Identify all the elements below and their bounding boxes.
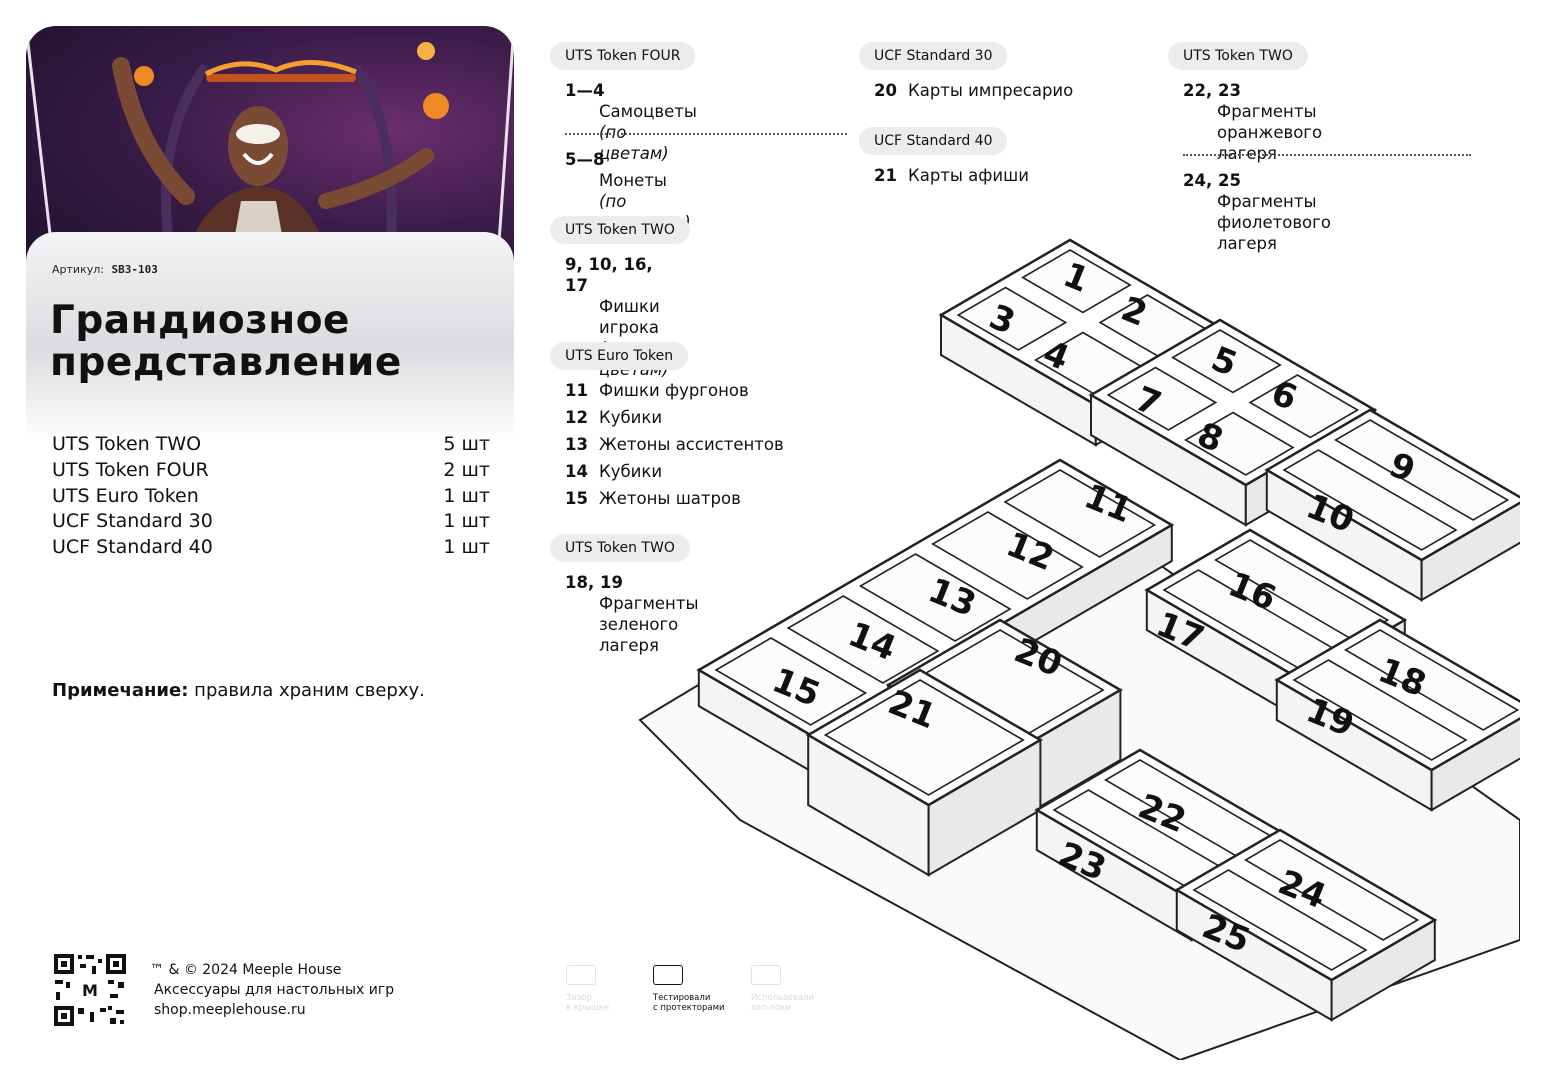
legend-pill: UTS Token TWO <box>550 216 690 244</box>
entry-text: Жетоны шатров <box>599 489 741 508</box>
entry-text: Самоцветы (по цветам) <box>599 102 697 163</box>
entry-text: Жетоны ассистентов <box>599 435 784 454</box>
sku-label: Артикул: <box>52 263 104 276</box>
legend-row: 14 Кубики <box>565 461 662 482</box>
product-card <box>26 26 514 1056</box>
note-text: правила храним сверху. <box>188 680 425 701</box>
note: Примечание: правила храним сверху. <box>52 680 425 701</box>
component-row: UTS Token FOUR 2 шт <box>52 458 490 484</box>
legend-entry: 1—4 Самоцветы (по цветам) <box>565 80 697 164</box>
legend-row: 21 Карты афиши <box>874 165 1029 186</box>
component-qty: 2 шт <box>443 458 490 481</box>
legend-entry: 24, 25 Фрагменты фиолетового лагеря <box>1183 170 1331 254</box>
entry-number: 13 <box>565 435 588 454</box>
entry-number: 20 <box>874 81 897 100</box>
entry-number: 14 <box>565 462 588 481</box>
entry-number: 11 <box>565 381 588 400</box>
component-row: UTS Euro Token 1 шт <box>52 484 490 510</box>
legend-row: 20 Карты импресарио <box>874 80 1073 101</box>
component-row: UCF Standard 40 1 шт <box>52 535 490 561</box>
lid-gap-icon <box>566 965 596 985</box>
entry-text: лагеря <box>1217 234 1277 253</box>
component-name: UTS Token FOUR <box>52 458 209 481</box>
legend-entry: 18, 19 Фрагменты зеленого лагеря <box>565 572 698 656</box>
entry-number: 22, 23 <box>1183 81 1241 100</box>
tray-token-four-b <box>1088 318 1378 527</box>
legend-pill: UCF Standard 30 <box>859 42 1008 70</box>
legend-pill: UCF Standard 40 <box>859 127 1008 155</box>
tray-standard-40 <box>805 668 1043 877</box>
entry-number: 15 <box>565 489 588 508</box>
title-line-2: представление <box>50 340 402 385</box>
title-line-1: Грандиозное <box>50 298 350 343</box>
component-name: UTS Euro Token <box>52 484 199 507</box>
info-panel <box>26 232 514 442</box>
dotted-divider <box>565 133 847 135</box>
legend-pill: UTS Token TWO <box>1168 42 1308 70</box>
note-label: Примечание: <box>52 680 189 701</box>
legend-row: 12 Кубики <box>565 407 662 428</box>
legend-pill: UTS Token TWO <box>550 534 690 562</box>
component-qty: 1 шт <box>443 536 490 559</box>
legend-entry: 22, 23 Фрагменты оранжевого лагеря <box>1183 80 1322 164</box>
entry-text: Кубики <box>599 408 663 427</box>
entry-text: Карты афиши <box>908 166 1029 185</box>
component-qty: 1 шт <box>443 484 490 507</box>
component-name: UTS Token TWO <box>52 433 202 455</box>
entry-text: Фишки игрока <box>599 297 660 337</box>
entry-number: 9, 10, 16, 17 <box>565 255 653 295</box>
component-name: UCF Standard 30 <box>52 510 213 533</box>
entry-text: зеленого <box>599 615 679 634</box>
card-sleeve-icon <box>653 965 683 985</box>
entry-text: Фрагменты фиолетового <box>1217 192 1331 232</box>
qr-center-letter: M <box>82 981 98 1000</box>
component-row: UTS Token TWO 5 шт <box>52 432 490 458</box>
component-row: UCF Standard 30 1 шт <box>52 509 490 535</box>
entry-number: 24, 25 <box>1183 171 1241 190</box>
legend-row: 15 Жетоны шатров <box>565 488 741 509</box>
tray-token-two-c <box>1274 618 1520 812</box>
entry-number: 18, 19 <box>565 573 623 592</box>
entry-text: Фрагменты оранжевого <box>1217 102 1323 142</box>
copyright: ™ & © 2024 Meeple House <box>150 962 342 978</box>
entry-text: Кубики <box>599 462 663 481</box>
tagline: Аксессуары для настольных игр <box>154 982 395 998</box>
sku-code: SB3-103 <box>111 263 158 276</box>
product-title: Грандиозное представление <box>50 300 490 384</box>
shop-link[interactable]: shop.meeplehouse.ru <box>154 1002 306 1018</box>
qr-code-icon[interactable]: M <box>52 952 128 1028</box>
component-qty: 1 шт <box>443 510 490 533</box>
legend-pill: UTS Euro Token <box>550 342 689 370</box>
dotted-divider <box>1183 154 1471 156</box>
footer: ™ & © 2024 Meeple House Аксессуары для н… <box>150 960 394 1020</box>
entry-number: 1—4 <box>565 81 605 100</box>
legend-row: 11 Фишки фургонов <box>565 380 749 401</box>
ziplock-bag-icon <box>751 965 781 985</box>
entry-text: Карты импресарио <box>908 81 1074 100</box>
tray-token-two-a <box>1264 408 1520 602</box>
entry-text: Фишки фургонов <box>599 381 749 400</box>
legend-pill: UTS Token FOUR <box>550 42 696 70</box>
component-qty: 5 шт <box>443 433 490 455</box>
entry-number: 5—8 <box>565 150 605 169</box>
component-name: UCF Standard 40 <box>52 536 213 559</box>
entry-text: лагеря <box>599 636 659 655</box>
legend-row: 13 Жетоны ассистентов <box>565 434 784 455</box>
entry-text: лагеря <box>1217 144 1277 163</box>
entry-number: 21 <box>874 166 897 185</box>
sku-line: Артикул: SB3-103 <box>52 263 158 276</box>
tray-token-two-e <box>1174 828 1438 1022</box>
entry-number: 12 <box>565 408 588 427</box>
entry-text: Фрагменты <box>599 594 699 613</box>
components-list: UTS Token TWO 5 шт UTS Token FOUR 2 шт U… <box>52 432 490 561</box>
